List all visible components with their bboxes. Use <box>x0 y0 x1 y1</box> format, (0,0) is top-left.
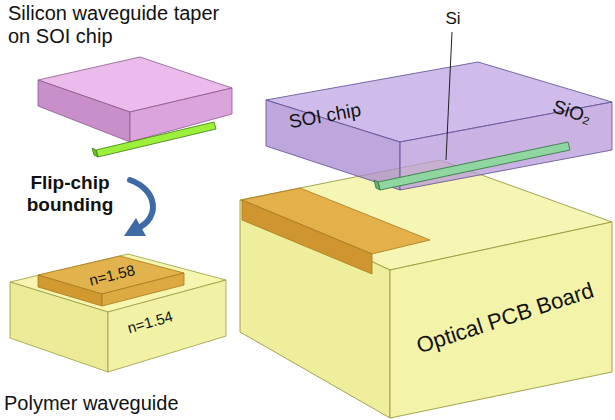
flip-arrow <box>124 180 153 236</box>
polymer-block-small <box>10 254 226 372</box>
leader-line <box>446 32 452 160</box>
material-label: Si <box>445 9 460 29</box>
soi-chip-small <box>38 57 232 157</box>
caption-text: Polymer waveguide <box>4 392 224 415</box>
caption-text: Silicon waveguide taper on SOI chip <box>8 2 228 48</box>
optical-pcb-board <box>240 160 612 418</box>
soi-chip <box>266 62 612 190</box>
process-label: Flip-chip bounding <box>14 172 126 216</box>
polymer-core <box>242 188 430 274</box>
